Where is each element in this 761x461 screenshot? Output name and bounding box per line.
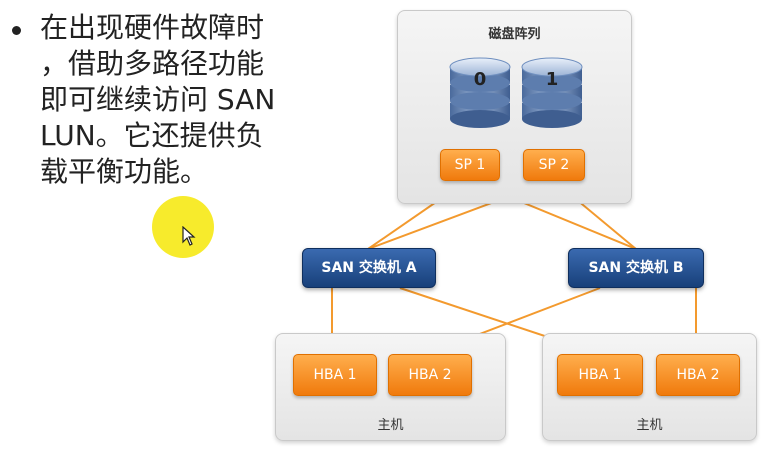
host1-hba1-box: HBA 1 [293,354,377,396]
sp2-box: SP 2 [523,149,585,181]
bullet-line: ，借助多路径功能 [40,47,265,80]
bullet-text: 在出现硬件故障时 ，借助多路径功能 即可继续访问 SAN LUN。它还提供负 载… [6,10,326,190]
host2-title: 主机 [636,418,663,433]
sp1-box: SP 1 [440,149,500,181]
bullet-line: 即可继续访问 SAN [40,83,276,116]
host-panel-2: HBA 1 HBA 2 主机 [542,333,757,441]
bullet-line: LUN。它还提供负 [40,119,264,152]
host2-hba1-box: HBA 1 [557,354,643,396]
mouse-pointer-icon [182,226,196,246]
disk-0-icon [449,57,511,128]
disk-1-icon [521,57,583,128]
bullet-line: 载平衡功能。 [40,155,209,188]
san-switch-a: SAN 交换机 A [302,248,436,288]
host1-title: 主机 [377,418,404,433]
disk-array-title: 磁盘阵列 [488,27,541,42]
san-switch-b: SAN 交换机 B [568,248,704,288]
bullet-dot [12,26,21,35]
disk-array-panel: 磁盘阵列 0 [397,10,632,204]
disk-1-label: 1 [546,69,559,90]
host1-hba2-box: HBA 2 [388,354,472,396]
bullet-block: 在出现硬件故障时 ，借助多路径功能 即可继续访问 SAN LUN。它还提供负 载… [6,10,326,190]
disk-stacks: 0 1 [449,57,583,128]
host-panel-1: HBA 1 HBA 2 主机 [275,333,506,441]
host2-hba2-box: HBA 2 [656,354,740,396]
bullet-line: 在出现硬件故障时 [40,11,265,44]
disk-0-label: 0 [474,69,487,90]
